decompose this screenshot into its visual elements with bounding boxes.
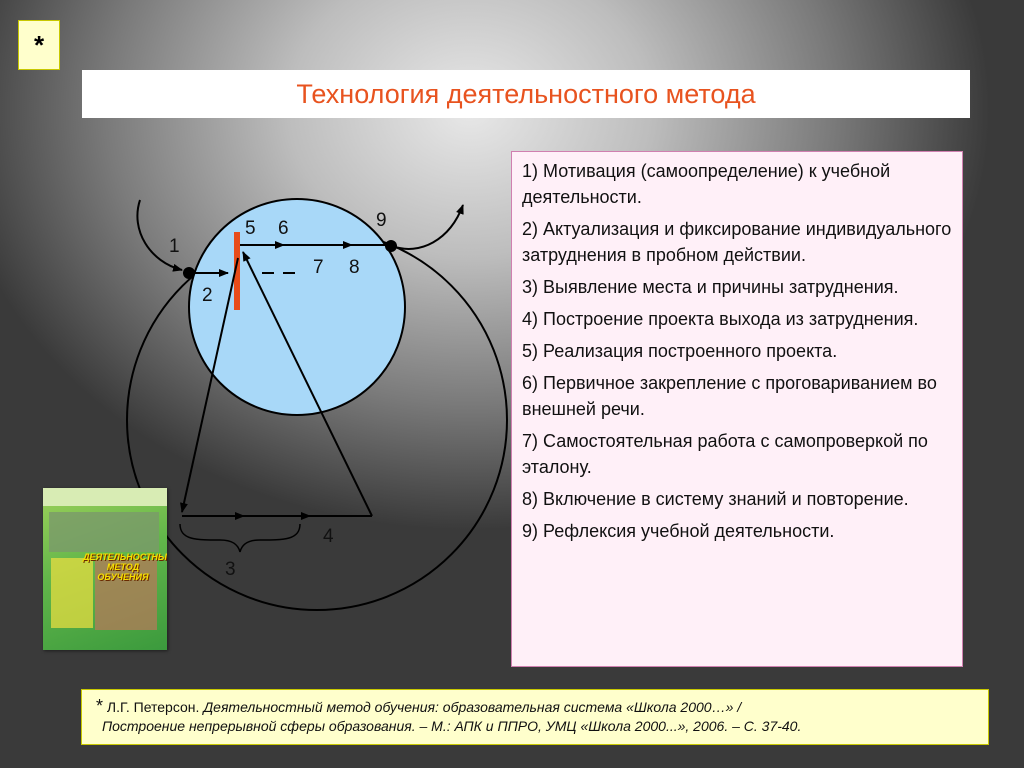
arrow-4-to-5 bbox=[242, 251, 373, 517]
asterisk-mark: * bbox=[33, 29, 45, 60]
label-1: 1 bbox=[169, 236, 180, 257]
reference-line-2: Построение непрерывной сферы образования… bbox=[102, 718, 802, 734]
label-8: 8 bbox=[349, 257, 360, 278]
label-4: 4 bbox=[323, 526, 334, 547]
label-2: 2 bbox=[202, 285, 213, 306]
arrow-down-to-3 bbox=[180, 257, 239, 513]
book-cover-title: ДЕЯТЕЛЬНОСТНЫЙ МЕТОД ОБУЧЕНИЯ bbox=[83, 552, 167, 582]
entry-arrow bbox=[136, 199, 183, 272]
step-3: 3) Выявление места и причины затруднения… bbox=[522, 277, 899, 297]
label-3: 3 bbox=[225, 559, 236, 580]
book-cover-photo bbox=[95, 560, 157, 630]
reference-marker: * bbox=[96, 696, 104, 716]
steps-list: 1) Мотивация (самоопределение) к учебной… bbox=[511, 151, 963, 667]
book-cover-header-strip bbox=[43, 488, 167, 506]
step-6: 6) Первичное закрепление с проговаривани… bbox=[522, 373, 937, 419]
reference-line-1: * Л.Г. Петерсон. Деятельностный метод об… bbox=[96, 697, 978, 717]
point-9 bbox=[385, 240, 397, 252]
label-9: 9 bbox=[376, 210, 387, 231]
step-8: 8) Включение в систему знаний и повторен… bbox=[522, 489, 909, 509]
brace-3 bbox=[179, 523, 301, 553]
step-2: 2) Актуализация и фиксирование индивидуа… bbox=[522, 219, 952, 265]
inner-circle bbox=[188, 198, 406, 416]
book-cover-photo bbox=[49, 512, 159, 552]
label-6: 6 bbox=[278, 218, 289, 239]
reference-author: Л.Г. Петерсон. bbox=[106, 699, 200, 715]
step-5: 5) Реализация построенного проекта. bbox=[522, 341, 838, 361]
label-5: 5 bbox=[245, 218, 256, 239]
book-cover-figure bbox=[51, 558, 93, 628]
reference-title: Деятельностный метод обучения: образоват… bbox=[203, 699, 742, 715]
step-9: 9) Рефлексия учебной деятельности. bbox=[522, 521, 835, 541]
footnote-marker-box: * bbox=[18, 20, 60, 70]
book-cover-image: ДЕЯТЕЛЬНОСТНЫЙ МЕТОД ОБУЧЕНИЯ bbox=[43, 488, 167, 650]
reference-note: * Л.Г. Петерсон. Деятельностный метод об… bbox=[81, 689, 989, 745]
label-7: 7 bbox=[313, 257, 324, 278]
step-4: 4) Построение проекта выхода из затрудне… bbox=[522, 309, 919, 329]
title-bar: Технология деятельностного метода bbox=[82, 70, 970, 118]
step-1: 1) Мотивация (самоопределение) к учебной… bbox=[522, 161, 891, 207]
step-7: 7) Самостоятельная работа с самопроверко… bbox=[522, 431, 928, 477]
exit-arrow bbox=[391, 204, 464, 250]
point-1 bbox=[183, 267, 195, 279]
page-title: Технология деятельностного метода bbox=[296, 78, 756, 109]
